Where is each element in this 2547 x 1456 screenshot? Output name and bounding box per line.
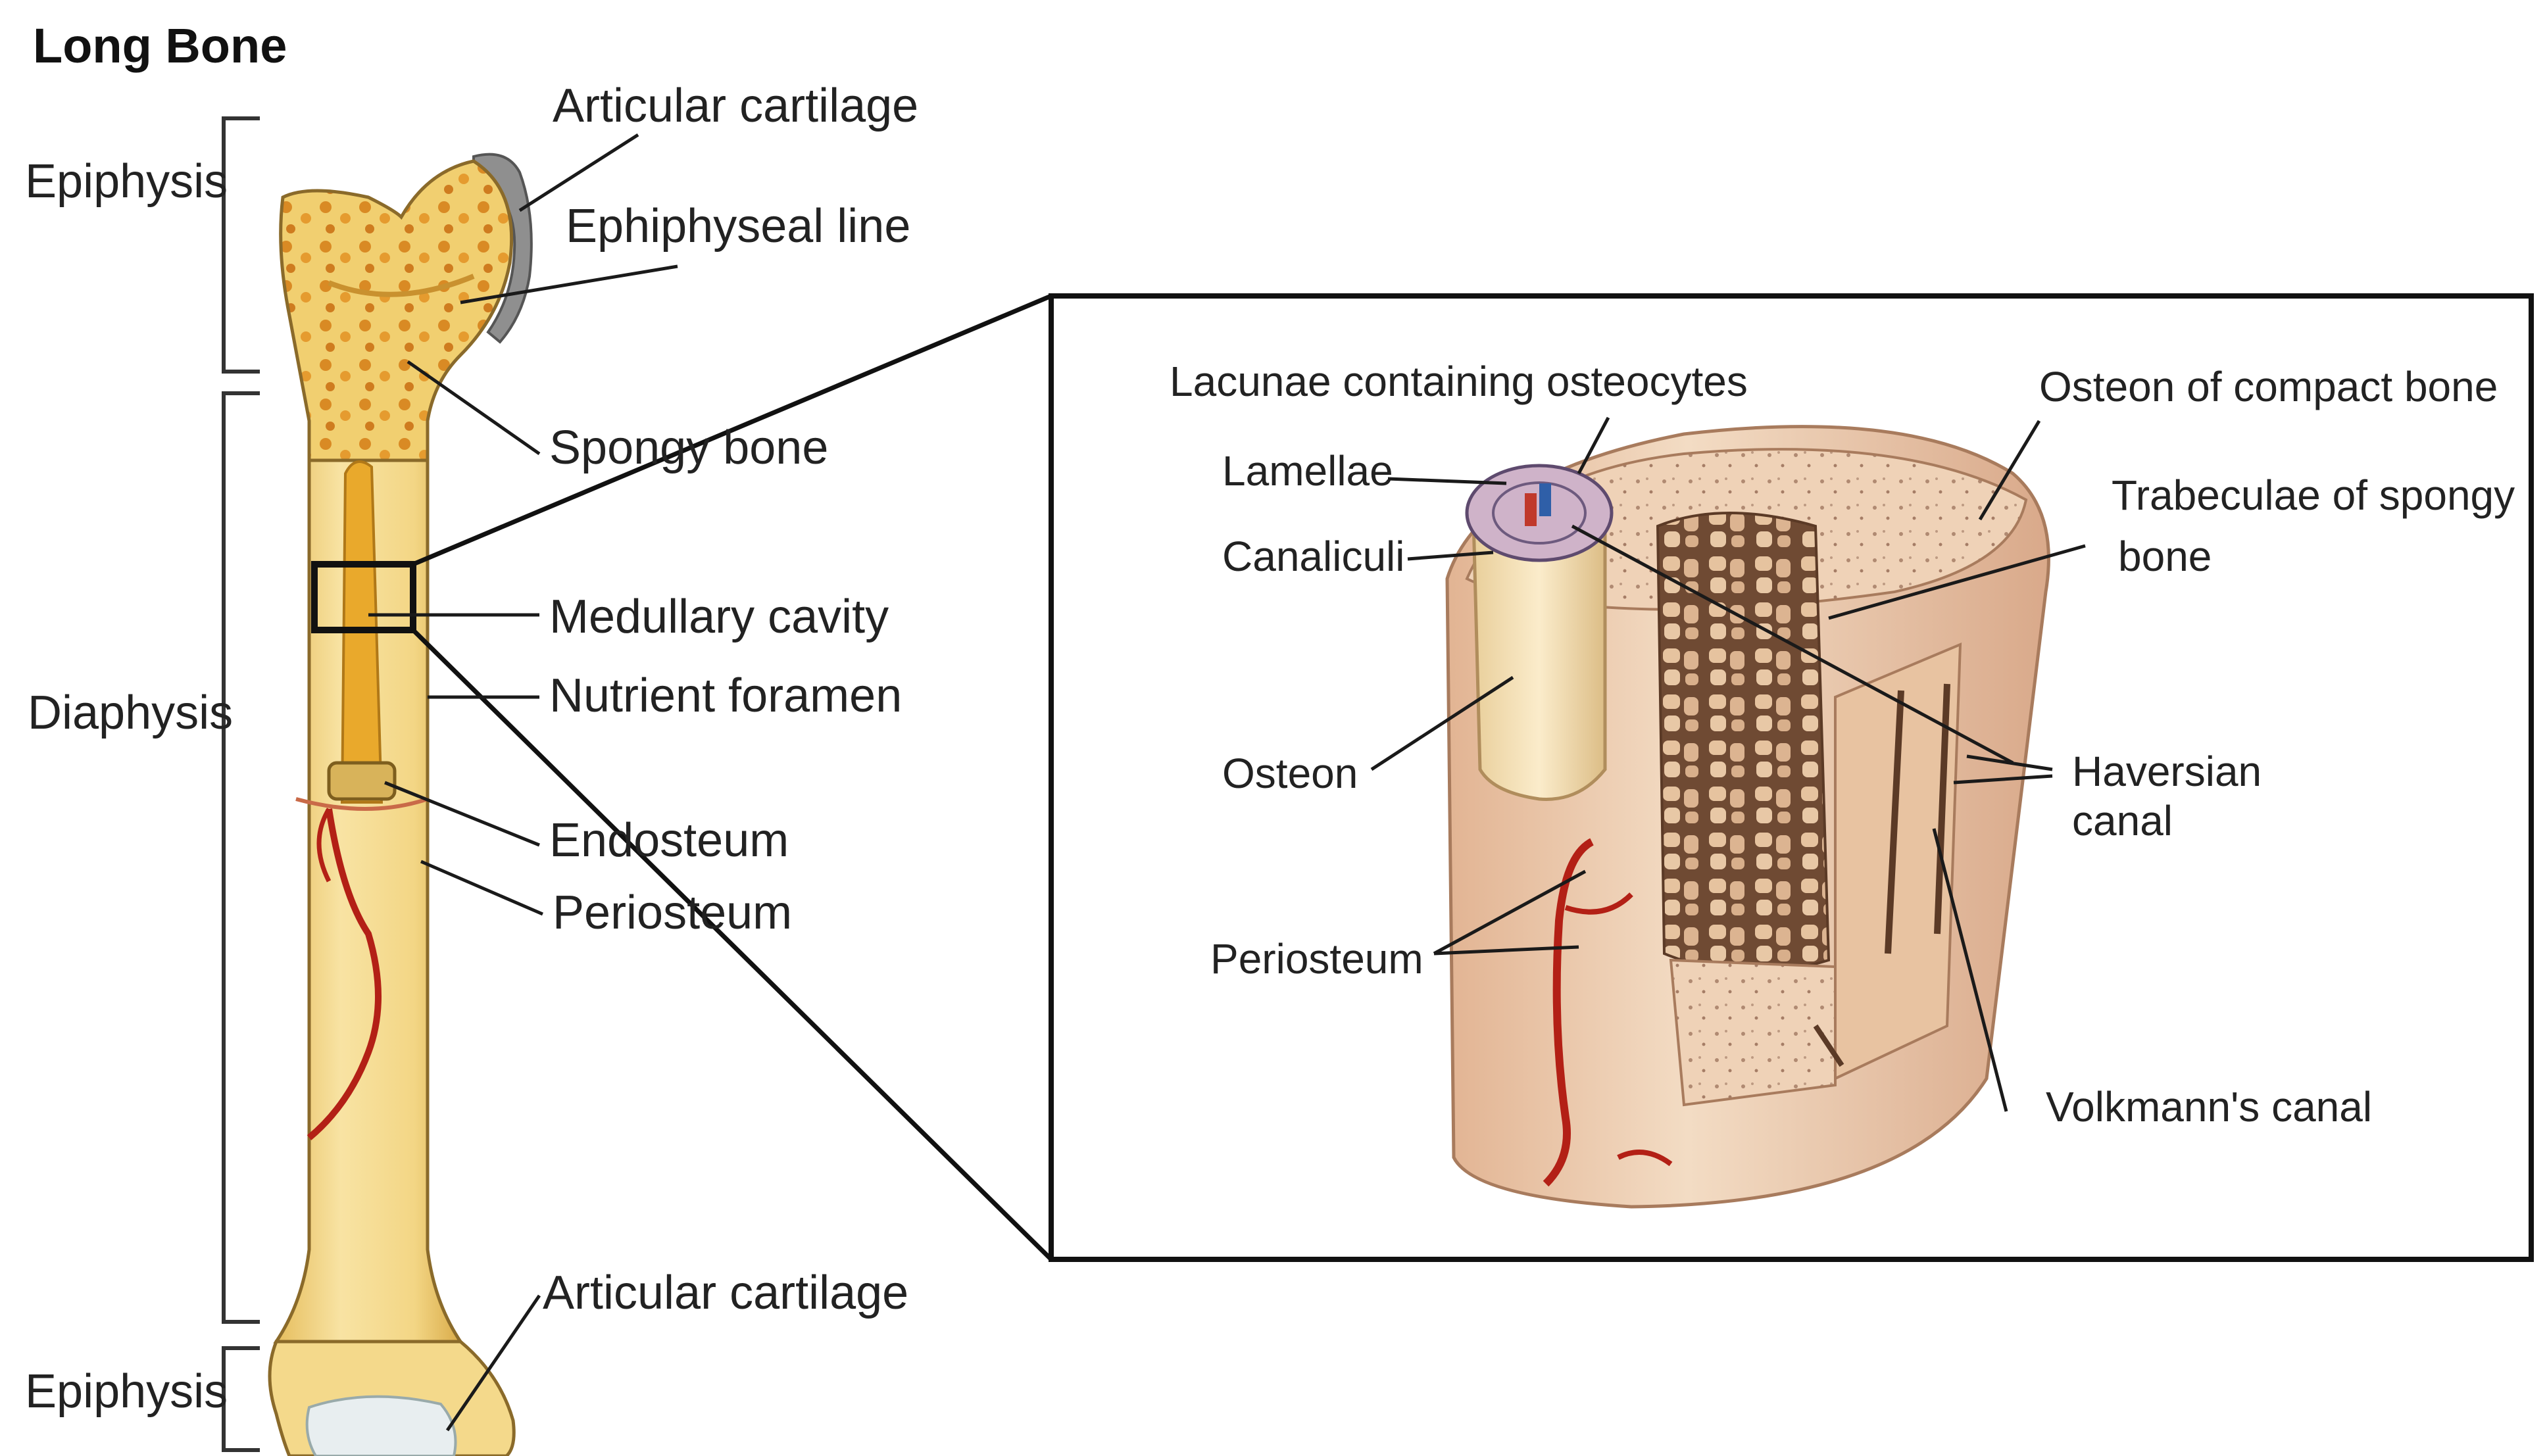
diagram-title: Long Bone — [33, 18, 287, 73]
leader-endosteum — [384, 781, 540, 847]
region-brackets — [222, 116, 260, 1452]
label-epiphysis-top: Epiphysis — [25, 155, 228, 208]
label-epiphyseal-line: Ephiphyseal line — [566, 200, 910, 253]
leader-haversian-1 — [1966, 754, 2053, 771]
label-trabeculae-line2: bone — [2118, 533, 2212, 580]
leader-canaliculi — [1407, 550, 1494, 561]
leader-lamellae — [1387, 477, 1507, 485]
lamellae-ring — [1492, 481, 1587, 545]
haversian-canal-1 — [1885, 690, 1904, 954]
label-articular-cartilage-bottom: Articular cartilage — [543, 1267, 908, 1319]
label-endosteum: Endosteum — [549, 814, 789, 867]
label-trabeculae-line1: Trabeculae of spongy — [2112, 472, 2515, 519]
leader-lacunae — [1577, 416, 1610, 475]
label-nutrient-foramen: Nutrient foramen — [549, 669, 902, 722]
label-haversian-line1: Haversian — [2072, 748, 2262, 795]
leader-trabeculae — [1828, 544, 2086, 620]
periosteal-vessel-shape — [1543, 838, 1595, 1187]
cut-face-right — [1834, 642, 1962, 1081]
leader-lamellae-to-trabeculae — [1571, 524, 2014, 765]
label-epiphysis-bottom: Epiphysis — [25, 1365, 228, 1418]
cut-face-lower — [1669, 958, 1837, 1107]
proximal-epiphysis-shape — [279, 159, 514, 515]
leader-spongy-bone — [407, 360, 541, 456]
label-articular-cartilage-top: Articular cartilage — [553, 80, 918, 132]
periosteum-cut-shape — [295, 797, 428, 811]
label-lacunae: Lacunae containing osteocytes — [1170, 358, 1748, 405]
nutrient-artery-branch-shape — [316, 808, 332, 883]
zoom-connector-bottom — [411, 628, 1053, 1261]
nutrient-artery-shape — [307, 808, 382, 1140]
osteon-column-shape — [1471, 498, 1607, 801]
volkmann-canal-shape — [1813, 1024, 1844, 1067]
trabeculae-shape — [1656, 512, 1831, 973]
compact-bone-illustration — [1445, 425, 2050, 1209]
label-canaliculi: Canaliculi — [1222, 533, 1404, 580]
leader-articular-cartilage-top — [518, 133, 639, 212]
periosteal-vessel-branch — [1564, 892, 1633, 915]
inset-leader-lines — [1370, 416, 2086, 1112]
leader-volkmanns-canal — [1932, 828, 2008, 1112]
leader-periosteum — [420, 860, 543, 916]
label-osteon: Osteon — [1222, 750, 1358, 797]
leader-periosteum-inset-2 — [1433, 945, 1579, 956]
articular-cartilage-top-shape — [472, 153, 533, 344]
label-periosteum-inset: Periosteum — [1210, 935, 1423, 983]
label-periosteum: Periosteum — [553, 886, 792, 939]
label-spongy-bone: Spongy bone — [549, 422, 828, 474]
label-volkmanns-canal: Volkmann's canal — [2046, 1083, 2372, 1130]
label-osteon-compact-bone: Osteon of compact bone — [2039, 363, 2498, 410]
epiphysis-top-bracket — [222, 116, 260, 374]
vein-in-canal — [1539, 483, 1551, 516]
leader-articular-cartilage-bottom — [445, 1294, 541, 1432]
epiphysis-bottom-bracket — [222, 1346, 260, 1452]
long-bone-illustration — [268, 153, 533, 1456]
leader-epiphyseal-line — [460, 264, 678, 304]
leader-osteon-compact-bone — [1978, 420, 2041, 521]
articular-cartilage-bottom-shape — [305, 1395, 457, 1456]
periosteal-vessel-tail — [1617, 1150, 1673, 1167]
leader-osteon — [1370, 675, 1514, 771]
endosteum-shape — [327, 761, 397, 801]
bone-leader-lines — [368, 133, 678, 1432]
zoom-connector-top — [412, 293, 1052, 567]
artery-in-canal — [1525, 493, 1537, 526]
leader-haversian-2 — [1953, 774, 2053, 785]
label-medullary-cavity: Medullary cavity — [549, 591, 889, 643]
label-haversian-line2: canal — [2072, 797, 2173, 844]
label-diaphysis: Diaphysis — [28, 687, 233, 739]
diaphysis-bracket — [222, 391, 260, 1324]
zoom-box — [311, 561, 416, 633]
epiphyseal-line-shape — [328, 274, 475, 297]
leader-periosteum-inset-1 — [1433, 869, 1587, 956]
label-lamellae: Lamellae — [1222, 447, 1393, 495]
